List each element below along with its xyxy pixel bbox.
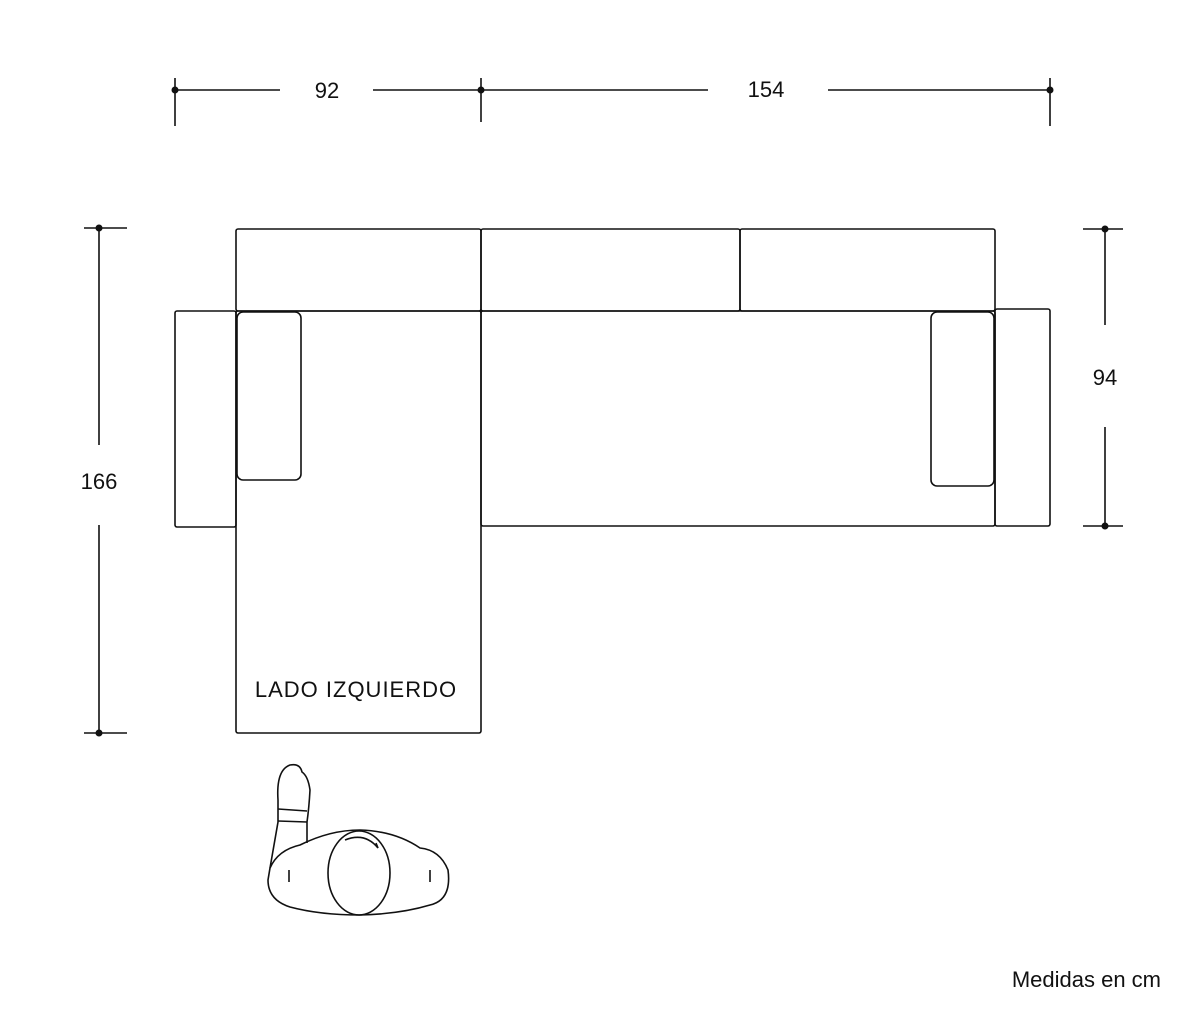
sofa-seat <box>480 310 996 527</box>
right-dimension: 94 <box>1083 225 1123 530</box>
right-armrest <box>994 308 1051 527</box>
person-icon <box>267 763 450 916</box>
backrest-cushion-2 <box>480 228 741 312</box>
chaise-side-label: LADO IZQUIERDO <box>255 677 457 702</box>
left-pillow <box>236 311 302 481</box>
total-depth-label: 166 <box>81 469 118 494</box>
sofa-depth-label: 94 <box>1093 365 1117 390</box>
sofa: LADO IZQUIERDO <box>174 228 1051 734</box>
chaise-seat <box>235 310 482 734</box>
right-pillow <box>930 311 995 487</box>
left-dimension: 166 <box>81 224 127 737</box>
sofa-width-label: 154 <box>748 77 785 102</box>
chaise-width-label: 92 <box>315 78 339 103</box>
backrest-cushion-3 <box>739 228 996 312</box>
units-note: Medidas en cm <box>1012 967 1161 992</box>
top-dimension: 92 154 <box>171 77 1054 126</box>
left-armrest <box>174 310 237 528</box>
backrest-cushion-1 <box>235 228 482 312</box>
